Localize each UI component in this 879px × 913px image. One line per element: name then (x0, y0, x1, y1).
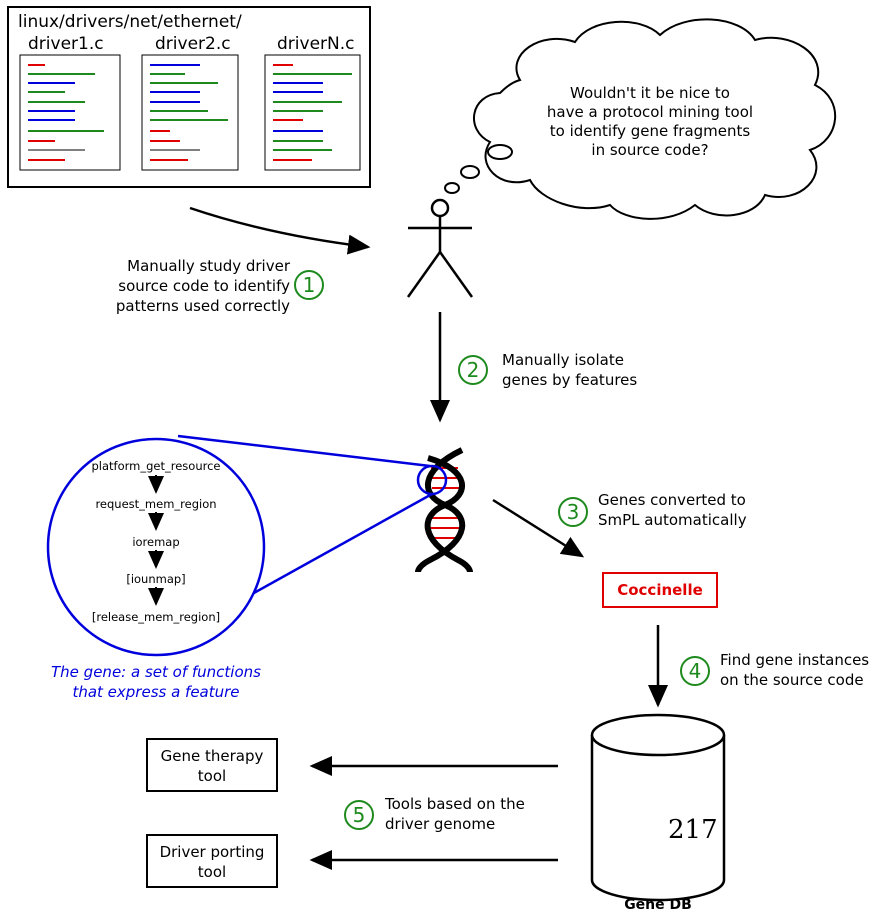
file-panel-2 (141, 54, 239, 171)
gene-db-cylinder (590, 713, 726, 902)
step-1-line: Manually study driver (127, 257, 290, 275)
person-figure (406, 198, 474, 298)
step-2-badge: 2 (458, 355, 488, 385)
step-3-badge: 3 (558, 497, 588, 527)
gene-db-count: 217 (668, 815, 718, 845)
gene-function: ioremap (132, 535, 180, 549)
thought-cloud (444, 18, 837, 220)
thought-line: Wouldn't it be nice to (570, 84, 730, 102)
arrow-convert (492, 498, 585, 558)
step-5-label: Tools based on the driver genome (385, 794, 525, 834)
step-1-line: patterns used correctly (115, 297, 290, 315)
step-2-line: Manually isolate (502, 351, 624, 369)
step-1-badge: 1 (294, 270, 324, 300)
file-name-1: driver1.c (28, 34, 104, 54)
gene-function: [release_mem_region] (91, 610, 221, 624)
gene-therapy-line: Gene therapy (160, 747, 264, 765)
gene-function: request_mem_region (95, 497, 217, 511)
step-3-line: Genes converted to (598, 491, 746, 509)
step-2-line: genes by features (502, 371, 638, 389)
source-path: linux/drivers/net/ethernet/ (18, 12, 242, 32)
step-5-badge: 5 (344, 800, 374, 830)
file-name-2: driver2.c (155, 34, 231, 54)
step-2-label: Manually isolate genes by features (502, 350, 637, 390)
zoom-line-top (177, 434, 431, 468)
step-4-badge: 4 (680, 656, 710, 686)
file-panel-n (264, 54, 361, 171)
gene-caption-line: that express a feature (72, 683, 240, 701)
zoom-line-bottom (251, 492, 433, 596)
thought-text: Wouldn't it be nice to have a protocol m… (520, 84, 780, 160)
thought-line: have a protocol mining tool (546, 103, 754, 121)
driver-porting-line: tool (197, 863, 227, 881)
thought-line: to identify gene fragments (549, 122, 751, 140)
gene-therapy-tool-box: Gene therapy tool (146, 738, 278, 792)
file-panel-1 (19, 54, 121, 171)
coccinelle-box: Coccinelle (602, 572, 718, 608)
step-4-label: Find gene instances on the source code (720, 650, 869, 690)
gene-zoom-circle (46, 437, 266, 657)
step-1-label: Manually study driver source code to ide… (90, 256, 290, 316)
step-5-line: driver genome (385, 815, 496, 833)
gene-therapy-line: tool (197, 767, 227, 785)
gene-db-label: Gene DB (624, 897, 692, 913)
step-3-line: SmPL automatically (598, 511, 747, 529)
step-3-label: Genes converted to SmPL automatically (598, 490, 747, 530)
arrow-study (189, 206, 371, 255)
gene-caption: The gene: a set of functions that expres… (20, 662, 292, 702)
step-4-line: on the source code (720, 671, 864, 689)
step-1-line: source code to identify (118, 277, 290, 295)
step-4-line: Find gene instances (720, 651, 870, 669)
step-5-line: Tools based on the (385, 795, 525, 813)
gene-function: platform_get_resource (91, 459, 221, 473)
driver-porting-line: Driver porting (159, 843, 265, 861)
file-name-n: driverN.c (277, 34, 355, 54)
thought-line: in source code? (591, 141, 709, 159)
gene-caption-line: The gene: a set of functions (51, 663, 261, 681)
driver-porting-tool-box: Driver porting tool (146, 834, 278, 888)
gene-function: [iounmap] (126, 572, 186, 586)
